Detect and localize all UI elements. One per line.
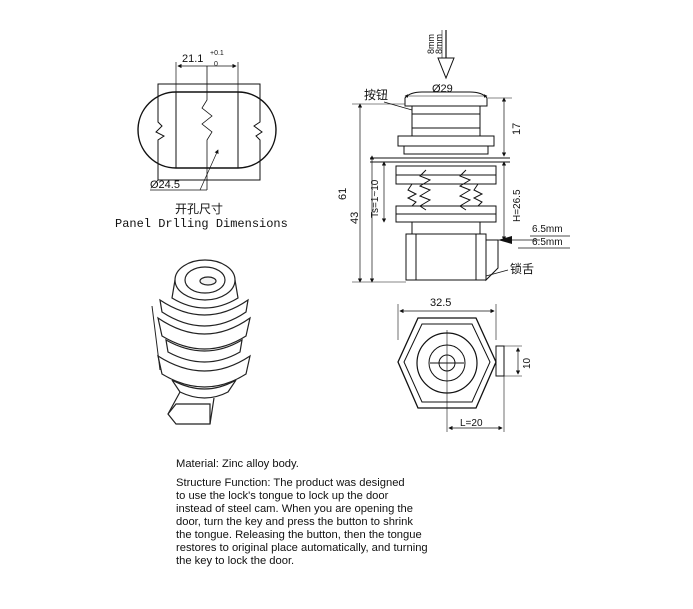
side-view [352, 30, 570, 283]
dimension-17: 17 [511, 123, 523, 135]
button-diameter-dimension: Ø29 [432, 83, 453, 95]
product-description: Material: Zinc alloy body. Structure Fun… [176, 458, 476, 568]
drill-tolerance-lower: 0 [214, 61, 218, 68]
stroke-label-1: 8mm [426, 34, 436, 54]
top-view-width-dimension: 32.5 [430, 297, 451, 309]
button-label: 按钮 [364, 87, 388, 102]
drill-tolerance-upper: +0.1 [210, 50, 224, 57]
structure-function-text: Structure Function: The product was desi… [176, 477, 476, 568]
structure-line: restores to original place automatically… [176, 542, 428, 554]
drill-caption-en: Panel Drlling Dimensions [115, 217, 288, 231]
structure-line: instead of steel cam. When you are openi… [176, 503, 413, 515]
structure-line: the key to lock the door. [176, 555, 295, 567]
dimension-6-5-upper: 6.5mm [532, 224, 563, 235]
lock-product-illustration [151, 259, 251, 425]
tongue-length-dimension: L=20 [460, 418, 483, 429]
dimension-ts: Ts=1~10 [370, 179, 381, 218]
drill-diameter-dimension: Ø24.5 [150, 179, 180, 191]
drill-width-dimension: 21.1 [182, 53, 203, 65]
tongue-width-dimension: 10 [522, 357, 533, 369]
dimension-61: 61 [337, 188, 349, 200]
panel-drilling-view [137, 62, 277, 191]
stroke-label-2: 8mm [434, 34, 444, 54]
top-view [397, 304, 522, 432]
dimension-43: 43 [349, 212, 361, 224]
structure-line: Structure Function: The product was desi… [176, 477, 405, 489]
drill-caption-cn: 开孔尺寸 [175, 202, 223, 216]
structure-line: door, turn the key and press the button … [176, 516, 413, 528]
material-text: Material: Zinc alloy body. [176, 458, 299, 470]
dimension-6-5-lower: 6.5mm [532, 237, 563, 248]
dimension-h: H=26.5 [512, 189, 523, 222]
tongue-label: 锁舌 [510, 261, 534, 276]
structure-line: the tongue. Releasing the button, then t… [176, 529, 422, 541]
structure-line: to use the lock's tongue to lock up the … [176, 490, 389, 502]
